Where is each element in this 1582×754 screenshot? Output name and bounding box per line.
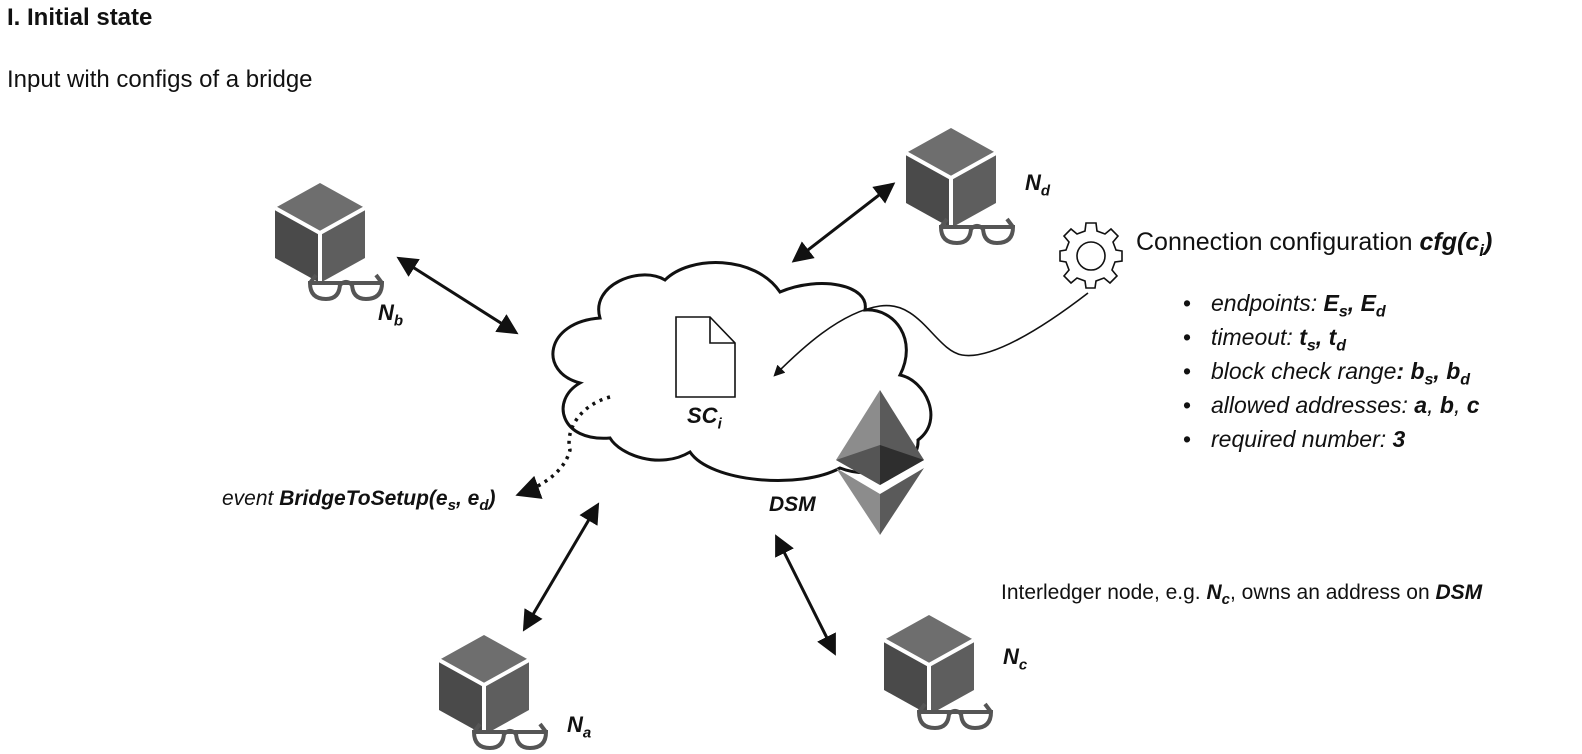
page-subtitle: Input with configs of a bridge: [7, 66, 313, 93]
dsm-label: DSM: [769, 493, 816, 516]
node-d-label: Nd: [1025, 170, 1051, 200]
event-arrow: [515, 395, 611, 499]
node-d-cube-icon: [904, 126, 998, 230]
config-list: endpoints: Es, Ed timeout: ts, td block …: [1183, 286, 1480, 456]
contract-label: SCi: [687, 403, 722, 433]
arrow-nb-dsm: [396, 256, 519, 335]
node-a-cube-icon: [437, 633, 531, 737]
interledger-note: Interledger node, e.g. Nc, owns an addre…: [1001, 581, 1483, 609]
node-c-cube-icon: [882, 613, 976, 717]
node-b-cube-icon: [273, 181, 367, 285]
config-item-block-range: block check range: bs, bd: [1183, 354, 1480, 389]
arrow-nc-dsm: [775, 534, 836, 656]
node-a-label: Na: [567, 712, 592, 742]
arrow-nd-dsm: [791, 182, 896, 263]
config-item-allowed-addresses: allowed addresses: a, b, c: [1183, 388, 1480, 422]
config-item-required-number: required number: 3: [1183, 422, 1480, 456]
ethereum-icon: [836, 390, 924, 535]
node-c-label: Nc: [1003, 644, 1028, 674]
config-title: Connection configuration cfg(ci): [1136, 228, 1493, 260]
config-arrow: [773, 292, 1089, 377]
config-item-timeout: timeout: ts, td: [1183, 320, 1480, 355]
document-icon: [675, 316, 736, 398]
cloud-icon: [551, 261, 933, 482]
config-item-endpoints: endpoints: Es, Ed: [1183, 286, 1480, 321]
arrow-na-dsm: [522, 502, 600, 632]
gear-icon: [1059, 222, 1123, 289]
event-label: event BridgeToSetup(es, ed): [222, 487, 496, 515]
page-title: I. Initial state: [7, 4, 153, 31]
node-b-label: Nb: [378, 300, 404, 330]
